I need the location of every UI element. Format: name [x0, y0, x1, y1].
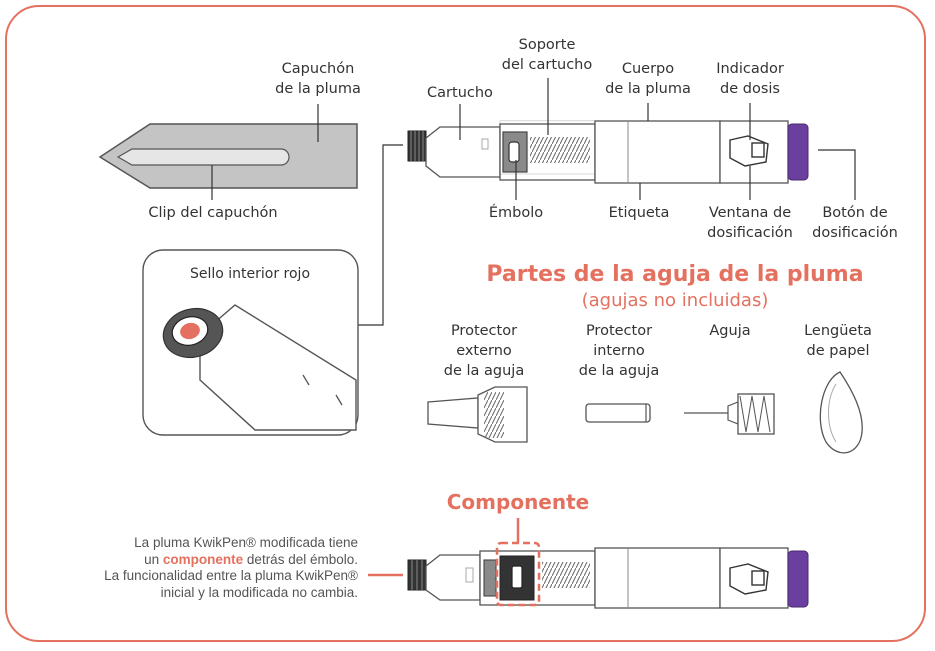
pen-modified — [407, 547, 809, 609]
label-plunger: Émbolo — [488, 205, 544, 221]
paper-tab — [819, 371, 863, 454]
component-highlight — [368, 518, 541, 607]
label-cartridge: Cartucho — [427, 85, 493, 101]
label-cap-clip: Clip del capuchón — [148, 205, 278, 221]
needle-section-subtitle: (agujas no incluidas) — [581, 290, 769, 311]
pen-main — [407, 120, 809, 184]
outer-needle-shield — [427, 386, 528, 443]
pen-cap — [98, 123, 358, 189]
inner-needle-shield — [585, 403, 651, 423]
label-needle: Aguja — [709, 323, 751, 339]
component-title: Componente — [446, 490, 590, 514]
label-red-seal: Sello interior rojo — [189, 266, 311, 282]
needle — [684, 393, 775, 435]
needle-section-title: Partes de la aguja de la pluma — [486, 262, 864, 287]
rounded-frame — [5, 5, 926, 642]
cap-leader-lines — [211, 104, 319, 200]
label-label: Etiqueta — [608, 205, 670, 221]
component-note: La pluma KwikPen® modificada tiene un co… — [104, 535, 358, 600]
pen-leader-lines — [357, 78, 856, 326]
red-seal-inset — [142, 249, 359, 436]
component-highlight-word: componente — [162, 551, 244, 567]
